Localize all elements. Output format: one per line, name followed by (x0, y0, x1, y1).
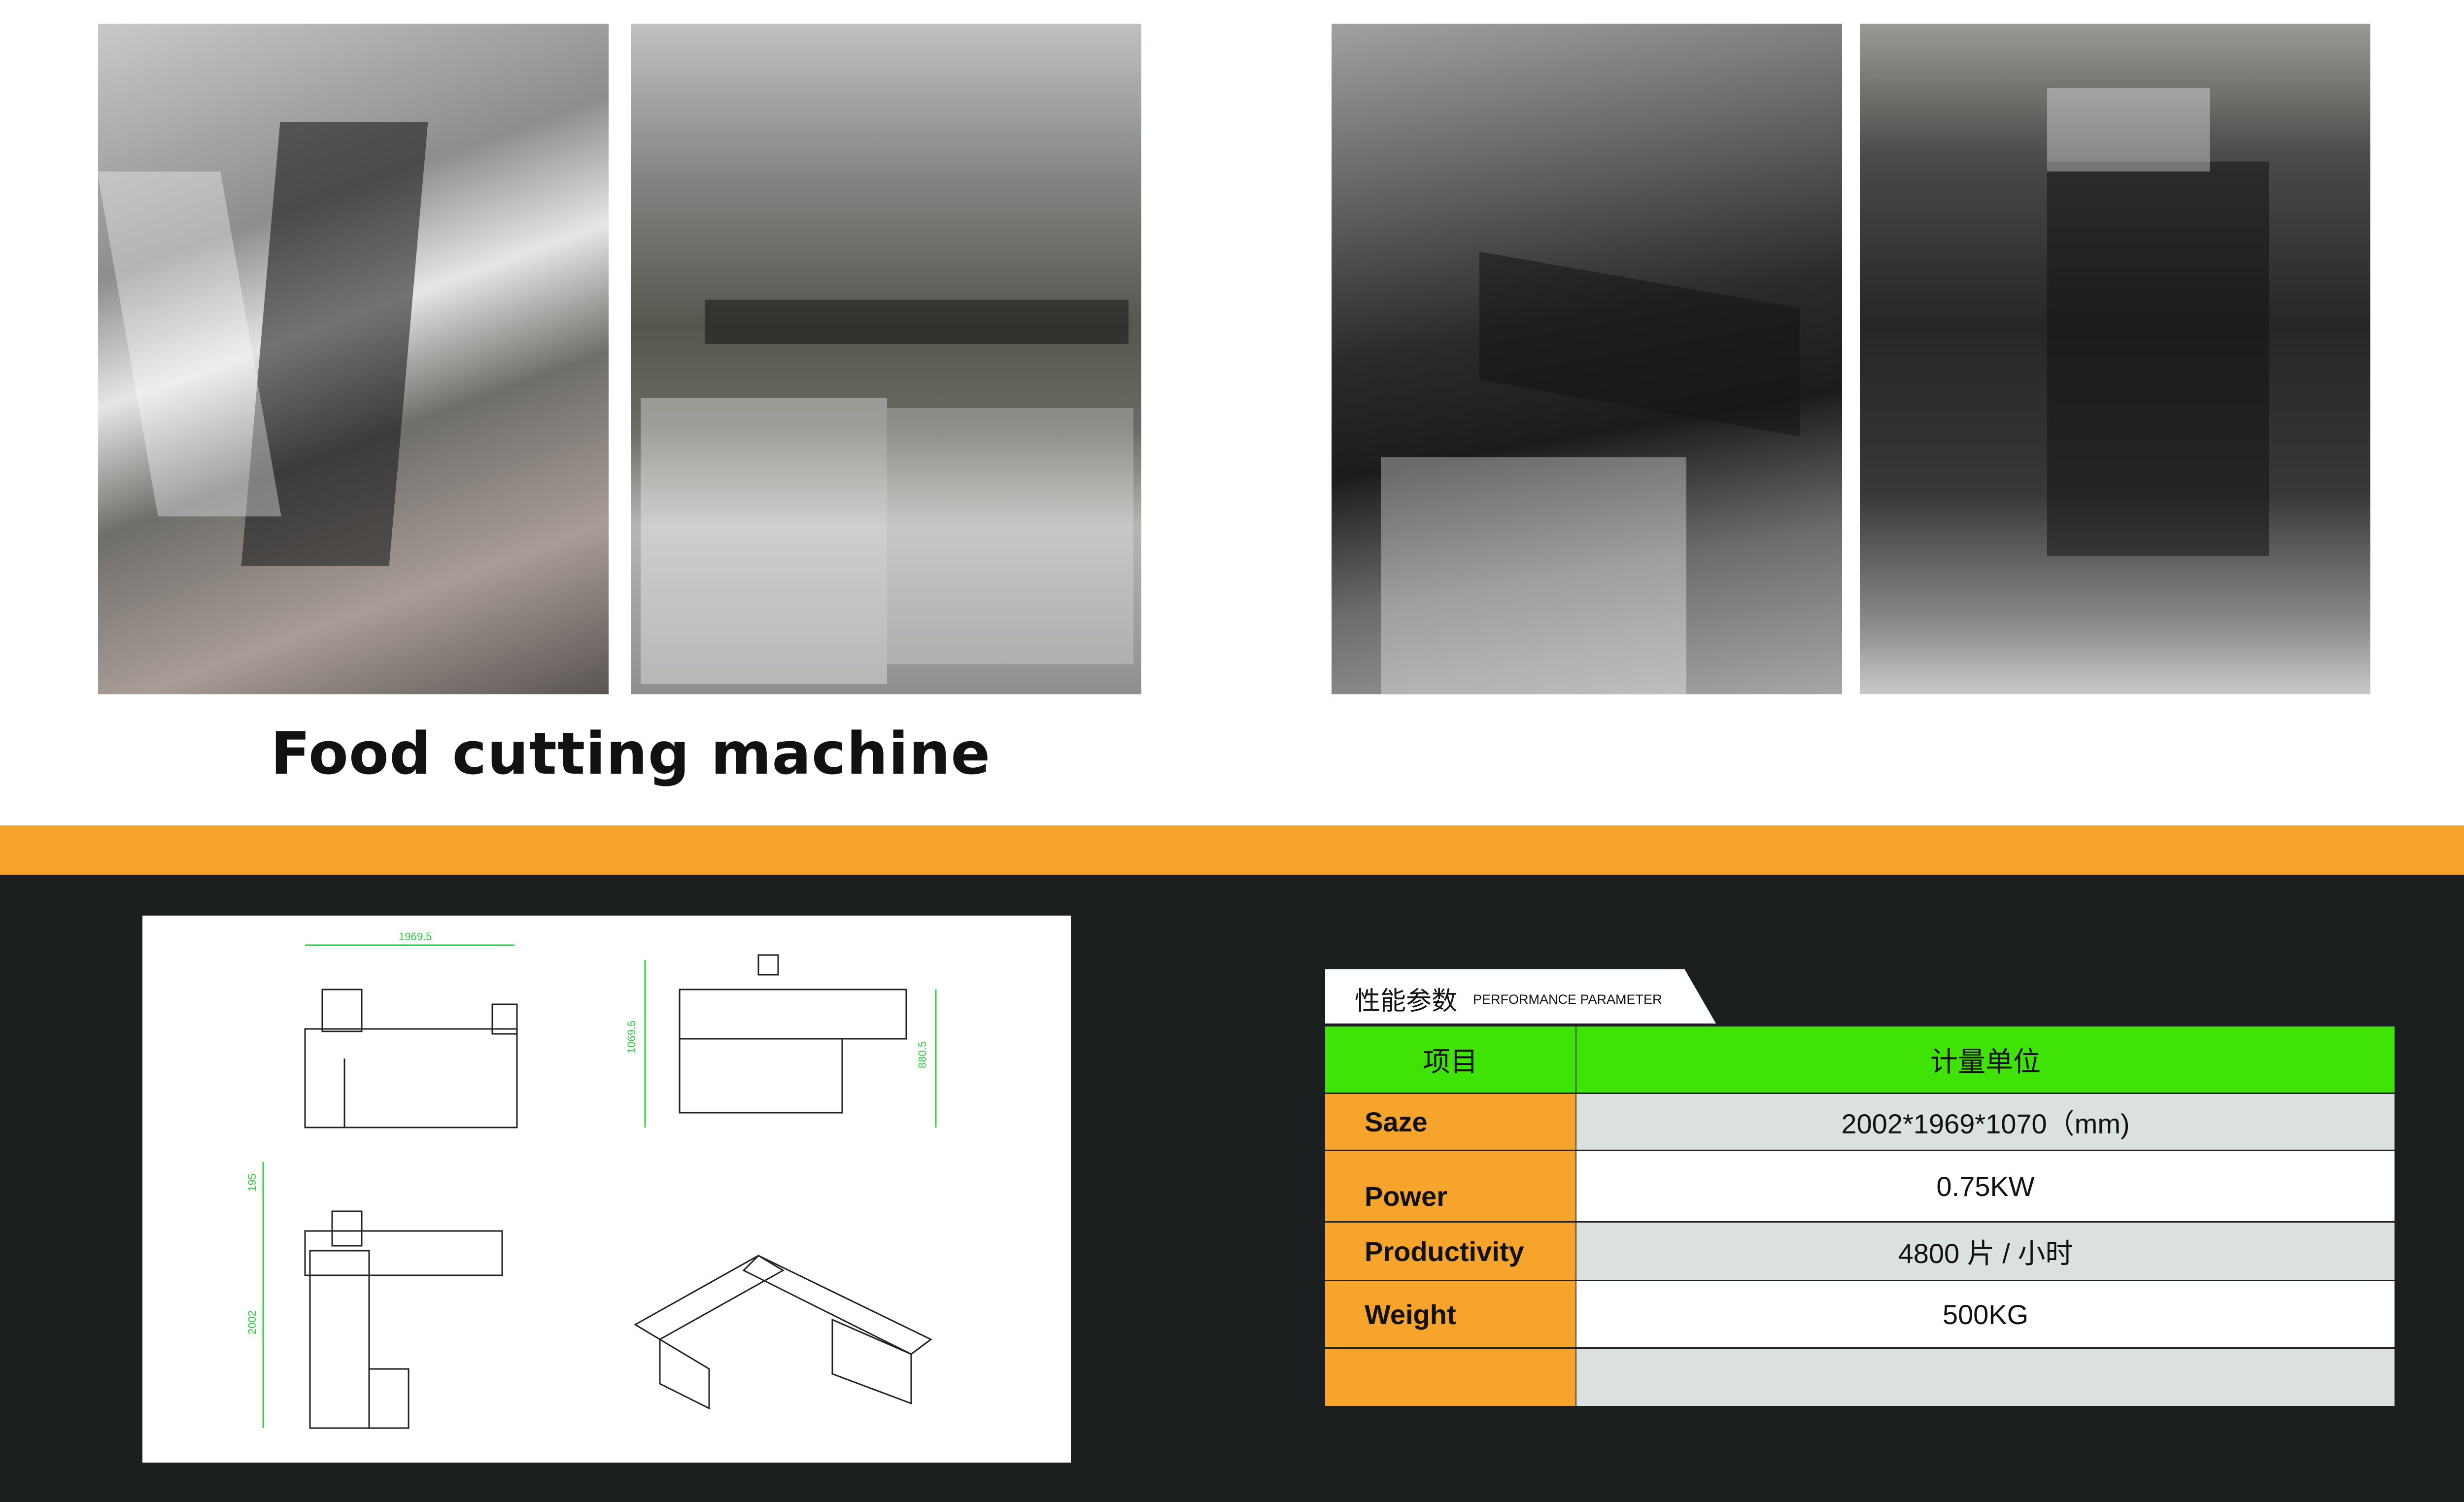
table-row: Weight 500KG (1325, 1281, 2395, 1349)
row-value (1576, 1349, 2395, 1406)
table-row: Productivity 4800 片 / 小时 (1325, 1223, 2395, 1281)
row-label (1325, 1349, 1576, 1406)
machine-photo-control-panel (1332, 24, 1842, 694)
side-view-drawing: 1069.5 880.5 (625, 954, 937, 1127)
row-label: Productivity (1325, 1223, 1576, 1280)
orange-divider-band (0, 825, 2464, 875)
table-row-empty (1325, 1349, 2395, 1406)
machine-photo-workshop (631, 24, 1141, 694)
row-label: Weight (1325, 1281, 1576, 1347)
spec-table: 项目 计量单位 Saze 2002*1969*1070（mm) Power 0.… (1325, 1026, 2395, 1406)
table-header-row: 项目 计量单位 (1325, 1026, 2395, 1094)
tab-title-zh: 性能参数 (1355, 987, 1458, 1016)
header-unit: 计量单位 (1576, 1026, 2395, 1092)
front-view-drawing: 1969.5 (304, 930, 518, 1128)
dimension-length: 2002 (246, 1310, 258, 1334)
machine-photo-top-view (98, 24, 609, 694)
top-view-drawing: 195 2002 (246, 1162, 503, 1429)
row-label: Power (1325, 1151, 1576, 1221)
dimension-height: 1069.5 (625, 1021, 638, 1054)
table-row: Power 0.75KW (1325, 1151, 2395, 1223)
tab-title-en: PERFORMANCE PARAMETER (1473, 992, 1662, 1007)
dimension-width: 1969.5 (399, 930, 432, 943)
technical-drawings-panel: 1969.5 1069.5 880.5 195 2002 (142, 916, 1071, 1463)
row-value: 4800 片 / 小时 (1576, 1223, 2395, 1280)
row-label: Saze (1325, 1094, 1576, 1150)
page-title: Food cutting machine (271, 719, 991, 787)
isometric-view-drawing (634, 1255, 932, 1410)
header-item: 项目 (1325, 1026, 1576, 1092)
performance-parameter-tab: 性能参数 PERFORMANCE PARAMETER (1325, 969, 1716, 1024)
dimension-top-offset: 195 (246, 1173, 258, 1192)
row-value: 500KG (1576, 1281, 2395, 1347)
row-value: 0.75KW (1576, 1151, 2395, 1221)
dimension-table-height: 880.5 (916, 1041, 928, 1068)
table-row: Saze 2002*1969*1070（mm) (1325, 1094, 2395, 1151)
row-value: 2002*1969*1070（mm) (1576, 1094, 2395, 1150)
machine-photo-cutting-rails (1860, 24, 2370, 694)
